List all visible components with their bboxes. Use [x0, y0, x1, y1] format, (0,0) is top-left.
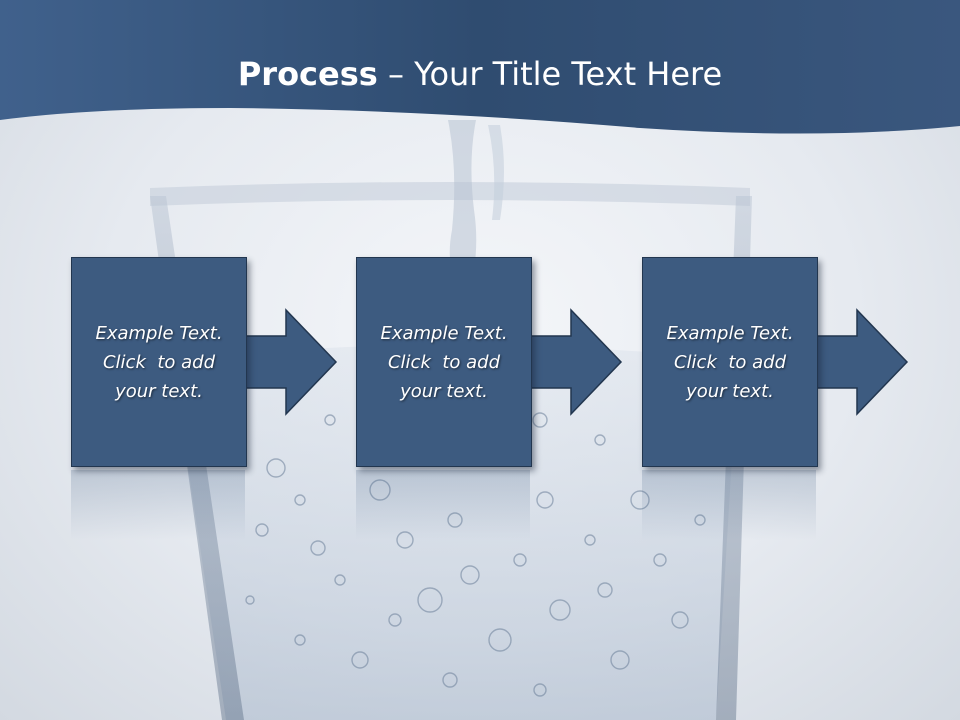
step-text-line: Click to add: [102, 351, 215, 373]
arrow-right-icon: [241, 308, 338, 416]
arrow-right-icon: [526, 308, 623, 416]
step-text[interactable]: Example Text. Click to add your text.: [650, 319, 810, 406]
step-text-line: Example Text.: [380, 322, 508, 344]
step-text[interactable]: Example Text. Click to add your text.: [79, 319, 239, 406]
step-text-line: Click to add: [673, 351, 786, 373]
step-text-line: Click to add: [387, 351, 500, 373]
step-text-line: your text.: [115, 380, 203, 402]
step-reflection: [71, 470, 245, 540]
header-band: [0, 0, 960, 134]
step-text-line: your text.: [400, 380, 488, 402]
title-rest-part: – Your Title Text Here: [377, 55, 723, 93]
step-text-line: Example Text.: [666, 322, 794, 344]
step-reflection: [642, 470, 816, 540]
step-text-line: Example Text.: [95, 322, 223, 344]
step-text[interactable]: Example Text. Click to add your text.: [364, 319, 524, 406]
arrow-right-icon: [812, 308, 909, 416]
process-step-box[interactable]: Example Text. Click to add your text.: [356, 257, 532, 467]
step-text-line: your text.: [686, 380, 774, 402]
title-bold-part: Process: [237, 55, 378, 93]
process-step-box[interactable]: Example Text. Click to add your text.: [642, 257, 818, 467]
step-reflection: [356, 470, 530, 540]
process-step-box[interactable]: Example Text. Click to add your text.: [71, 257, 247, 467]
slide-title[interactable]: Process – Your Title Text Here: [0, 52, 960, 96]
